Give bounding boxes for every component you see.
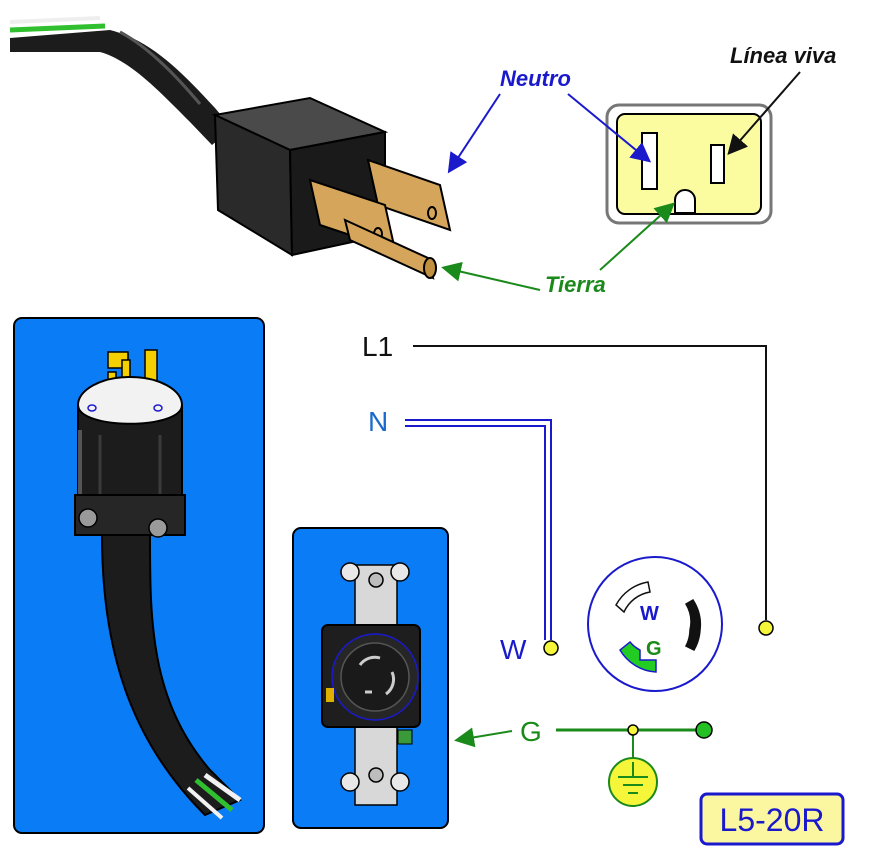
l1-label: L1 — [362, 331, 393, 362]
twist-lock-receptacle-panel — [292, 527, 449, 829]
model-badge: L5-20R — [699, 792, 845, 846]
receptacle-face-diagram: W G — [587, 556, 723, 692]
twist-lock-receptacle-icon — [321, 562, 421, 806]
ground-arrow-receptacle — [454, 727, 513, 748]
terminal-g-end — [695, 721, 713, 739]
linea-viva-arrow — [727, 71, 801, 156]
terminal-w — [543, 640, 559, 656]
twist-lock-plug-icon — [74, 349, 242, 820]
w-label: W — [500, 634, 527, 665]
tierra-arrow-outlet — [599, 202, 675, 271]
neutro-label: Neutro — [500, 66, 571, 91]
three-prong-plug-icon — [9, 16, 452, 280]
tierra-arrow-plug — [441, 261, 541, 291]
tierra-label: Tierra — [545, 272, 606, 297]
neutro-arrow-outlet — [567, 93, 652, 163]
neutro-arrow-plug — [447, 93, 501, 174]
terminal-g-junction — [627, 724, 639, 736]
terminal-l1 — [758, 620, 774, 636]
n-label: N — [368, 406, 388, 437]
receptacle-w-label: W — [640, 603, 659, 625]
ground-symbol-icon — [608, 757, 658, 807]
model-label: L5-20R — [720, 802, 825, 838]
wiring-lines — [405, 345, 767, 762]
nema-outlet-icon — [605, 103, 773, 225]
twist-lock-plug-panel — [13, 317, 265, 834]
g-label: G — [520, 716, 542, 747]
receptacle-g-label: G — [646, 638, 662, 660]
linea-viva-label: Línea viva — [730, 43, 836, 68]
